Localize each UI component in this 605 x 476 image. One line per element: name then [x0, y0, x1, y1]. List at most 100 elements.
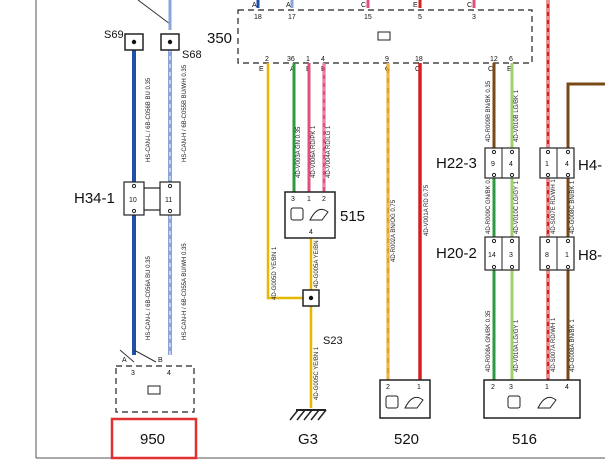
- connector-h20-2: [484, 236, 520, 271]
- connector-h8-label: H8-: [578, 247, 602, 264]
- splice-s69-dot: [131, 39, 137, 45]
- module-350-top-pin-15: 15: [364, 14, 372, 21]
- module-950-pin-4: 4: [167, 370, 171, 377]
- module-350-top-pin-5: 5: [418, 14, 422, 21]
- module-350-bottom-letter-6: C: [415, 66, 420, 73]
- component-515-pin-4: 4: [309, 229, 313, 236]
- component-515-motor-icon: [290, 207, 304, 221]
- module-350-top-letter-2: A: [286, 2, 291, 9]
- splice-s23-dot: [308, 295, 314, 301]
- module-350-top-letter-1: A: [252, 2, 257, 9]
- component-516-motor-icon: [507, 395, 521, 409]
- module-350-top-letter-5: C: [467, 2, 472, 9]
- connector-h20-2-pin-3: 3: [509, 252, 513, 259]
- wire-label-s007e: 4D-S007E RD/WH 1: [551, 179, 557, 234]
- splice-s23-label: S23: [323, 335, 343, 347]
- component-516-label: 516: [512, 431, 537, 448]
- module-350-pin-6: 6: [509, 56, 513, 63]
- wire-label-can-l-upper: HS-CAN-L / 6B-C056B BU 0.35: [146, 77, 152, 162]
- connector-h8-pin-1: 1: [565, 252, 569, 259]
- connector-h22-3-pin-9: 9: [491, 161, 495, 168]
- module-950-pin-b-letter: B: [158, 357, 163, 364]
- wire-label-r009c: 4D-R009C GN/BK 0.35: [486, 171, 492, 234]
- component-516-pin-1: 1: [545, 384, 549, 391]
- connector-h8-pin-8: 8: [545, 252, 549, 259]
- module-350-pin-2: 2: [265, 56, 269, 63]
- module-350-ecu-icon: [377, 31, 391, 41]
- module-350-bottom-letter-1: E: [259, 66, 264, 73]
- wiper-icon: [537, 396, 557, 409]
- wire-label-v010a: 4D-V010A LG/GY 1: [514, 319, 520, 372]
- module-350-top-pin-3: 3: [472, 14, 476, 21]
- wiper-icon: [404, 396, 424, 409]
- component-515-pin-3: 3: [291, 196, 295, 203]
- wire-label-can-l-lower: HS-CAN-L / 6B-C056A BU 0.35: [146, 256, 152, 340]
- module-350-pin-12: 12: [490, 56, 498, 63]
- wire-label-v004a: 4D-V004A RD/LG 1: [326, 125, 332, 178]
- module-350-pin-18: 18: [415, 56, 423, 63]
- component-515-pin-2: 2: [322, 196, 326, 203]
- connector-h4-label: H4-: [578, 157, 602, 174]
- module-950-box: [115, 365, 195, 413]
- wire-label-g008c: 4D-G008C BN/BK 1: [570, 180, 576, 234]
- module-350-top-letter-3: C: [361, 2, 366, 9]
- wire-label-g005a: 4D-G005A YE/BN 1: [314, 235, 320, 288]
- module-350-pin-36: 36: [287, 56, 295, 63]
- module-350-pin-4: 4: [321, 56, 325, 63]
- wire-label-g005d: 4D-G005D YE/BN 1: [272, 246, 278, 300]
- connector-h22-3-pin-4: 4: [509, 161, 513, 168]
- module-350-box: [237, 9, 533, 64]
- component-520-motor-icon: [385, 395, 399, 409]
- component-516-pin-2: 2: [491, 384, 495, 391]
- module-950-ecu-icon: [147, 385, 161, 395]
- connector-h34-1-pin-a: 10: [129, 197, 137, 204]
- wire-label-can-h-upper: HS-CAN-H / 6B-C055B BU/WH 0.35: [182, 64, 188, 162]
- module-350-bottom-letter-8: E: [507, 66, 512, 73]
- wiper-icon: [309, 208, 329, 221]
- module-950-pin-3: 3: [131, 370, 135, 377]
- module-350-pin-9: 9: [385, 56, 389, 63]
- wire-label-r009b: 4D-R009B BN/BK 0.35: [486, 80, 492, 142]
- splice-s69-label: S69: [104, 29, 124, 41]
- wire-label-g005c: 4D-G005C YE/BN 1: [314, 346, 320, 400]
- component-515-box: [284, 191, 336, 239]
- module-350-label: 350: [207, 30, 232, 47]
- module-350-bottom-letter-7: C: [488, 66, 493, 73]
- module-950-label: 950: [140, 431, 165, 448]
- wire-label-v006a: 4D-V006A RD/PK 1: [311, 125, 317, 178]
- connector-h34-1-pin-b: 11: [165, 197, 172, 204]
- component-516-pin-4: 4: [565, 384, 569, 391]
- component-520-label: 520: [394, 431, 419, 448]
- module-950-pin-a-letter: A: [122, 357, 127, 364]
- connector-h4-pin-4: 4: [565, 161, 569, 168]
- ground-icon: [289, 409, 327, 421]
- splice-s68-dot: [167, 39, 173, 45]
- module-350-top-letter-4: E: [413, 2, 418, 9]
- connector-h20-2-label: H20-2: [436, 245, 477, 262]
- component-515-pin-1: 1: [307, 196, 311, 203]
- connector-h34-1: [123, 181, 181, 216]
- wire-label-s007a: 4D-S007A RD/WH 1: [551, 317, 557, 372]
- module-350-top-wires: [256, 0, 476, 8]
- wire-label-g008a: 4D-G008A BN/BK 1: [570, 319, 576, 372]
- module-950-highlight: [110, 417, 198, 460]
- connector-h34-1-label: H34-1: [74, 190, 115, 207]
- wire-label-can-h-lower: HS-CAN-H / 6B-C055A BU/WH 0.35: [182, 243, 188, 340]
- module-350-top-pin-18: 18: [254, 14, 262, 21]
- component-516-box: [483, 379, 581, 419]
- wire-label-v001a: 4D-V001A RD 0.75: [424, 184, 430, 236]
- module-350-wires: [266, 0, 605, 408]
- connector-h8: [539, 236, 575, 271]
- ground-g3-label: G3: [298, 431, 318, 448]
- component-516-pin-3: 3: [509, 384, 513, 391]
- module-350-top-pin-17: 17: [288, 14, 296, 21]
- wire-label-r002a: 4D-R002A BN/OG 0.75: [391, 199, 397, 262]
- wire-label-v010b: 4D-V010B LG/BK 1: [514, 89, 520, 142]
- can-wires-group: [119, 0, 172, 363]
- component-520-pin-2: 2: [386, 384, 390, 391]
- splice-s68-label: S68: [182, 49, 202, 61]
- connector-h4: [539, 147, 575, 179]
- component-520-pin-1: 1: [417, 384, 421, 391]
- connector-h20-2-pin-14: 14: [488, 252, 496, 259]
